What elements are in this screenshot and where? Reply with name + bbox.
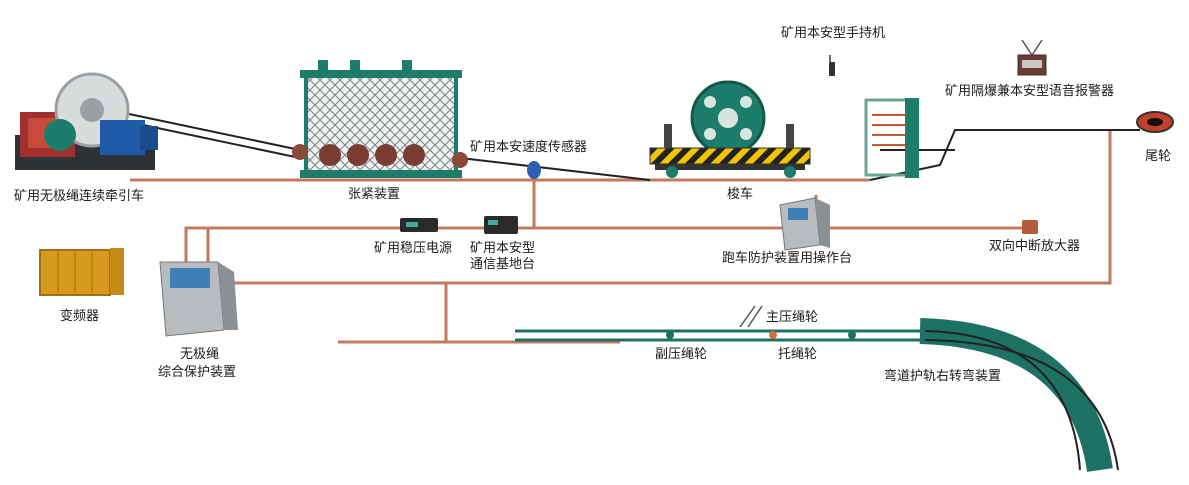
label-main-press-wheel: 主压绳轮 <box>766 310 818 325</box>
label-protection-1: 无极绳 <box>180 347 219 362</box>
label-shuttle: 梭车 <box>727 186 753 202</box>
label-speed-sensor: 矿用本安速度传感器 <box>470 139 587 155</box>
label-curve-device: 弯道护轨右转弯装置 <box>884 368 1001 384</box>
label-alarm: 矿用隔爆兼本安型语音报警器 <box>945 83 1114 99</box>
amplifier-icon <box>1022 220 1038 234</box>
cable-network <box>130 130 1112 344</box>
label-inverter: 变频器 <box>60 308 99 324</box>
label-power-supply: 矿用稳压电源 <box>374 240 452 256</box>
station-frame <box>864 98 919 178</box>
speed-sensor-icon <box>527 161 541 179</box>
label-aux-press-wheel: 副压绳轮 <box>655 347 707 362</box>
tensioner-device <box>292 60 468 178</box>
label-haulage: 矿用无极绳连续牵引车 <box>14 188 144 204</box>
shuttle-car <box>649 80 811 178</box>
label-base-station-1: 矿用本安型 <box>470 241 535 256</box>
protection-console-icon <box>159 261 238 337</box>
label-support-wheel: 托绳轮 <box>778 347 817 362</box>
label-runaway-console: 跑车防护装置用操作台 <box>722 250 852 266</box>
label-tensioner: 张紧装置 <box>348 187 400 202</box>
voice-alarm-icon <box>1017 39 1047 76</box>
label-handset: 矿用本安型手持机 <box>781 26 885 41</box>
handset-icon <box>829 55 835 76</box>
haul-rope <box>109 109 1140 181</box>
track-system <box>515 305 1119 473</box>
tail-wheel-icon <box>1136 111 1174 133</box>
label-protection-2: 综合保护装置 <box>158 365 236 380</box>
label-base-station-2: 通信基地台 <box>470 257 535 272</box>
power-supply-icon <box>400 218 438 232</box>
base-station-icon <box>484 216 518 234</box>
inverter-icon <box>39 248 124 296</box>
label-tail-wheel: 尾轮 <box>1145 149 1171 164</box>
diagram-labels: 矿用无极绳连续牵引车 张紧装置 矿用本安速度传感器 梭车 矿用本安型手持机 矿用… <box>14 26 1171 384</box>
runaway-console-icon <box>779 197 830 251</box>
haulage-winch <box>15 72 158 170</box>
label-amplifier: 双向中断放大器 <box>989 238 1080 254</box>
